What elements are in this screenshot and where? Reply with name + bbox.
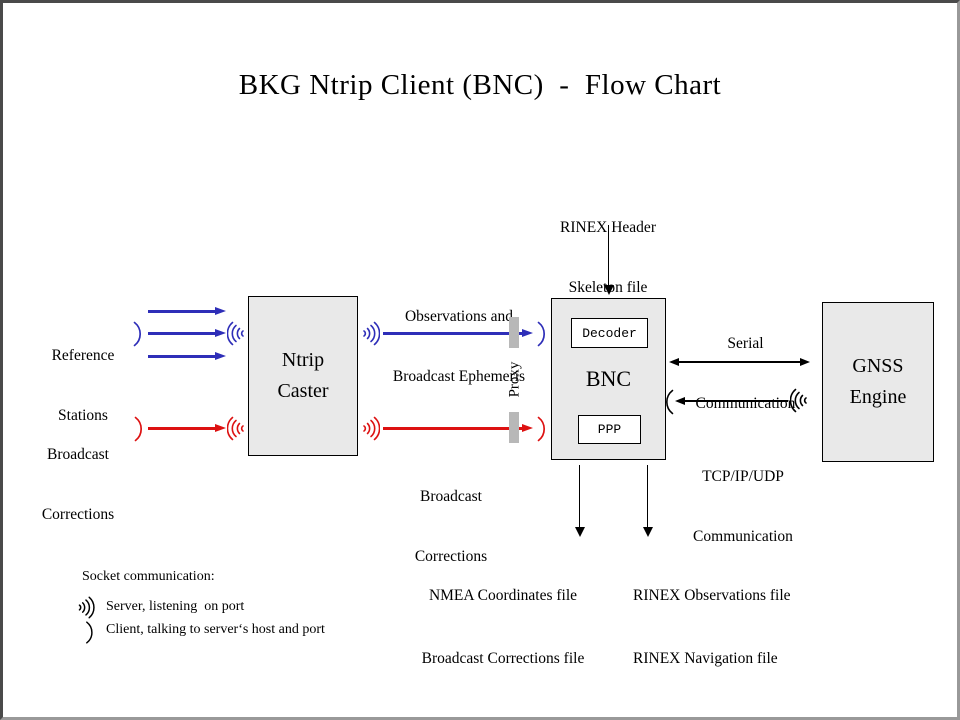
server-socket-icon — [227, 321, 244, 346]
reference-arrow — [148, 352, 226, 360]
corrections-flow-label: Broadcast Corrections — [414, 488, 488, 565]
server-socket-icon — [78, 596, 95, 619]
tcp-communication-label: TCP/IP/UDP Communication — [693, 468, 793, 545]
tcp-arrow — [675, 397, 788, 405]
server-socket-icon — [227, 416, 244, 441]
reference-arrow — [148, 307, 226, 315]
legend-server-text: Server, listening on port — [106, 599, 245, 614]
decoder-box: Decoder — [571, 318, 648, 348]
gnss-engine-label: GNSS Engine — [849, 355, 907, 408]
client-socket-icon — [134, 416, 142, 442]
reference-stations-label: Reference Stations — [51, 347, 115, 424]
rinex-output-arrow — [642, 465, 653, 537]
proxy-bar — [509, 412, 519, 443]
broadcast-corrections-input-label: Broadcast Corrections — [41, 446, 115, 523]
observations-flow-label: Observations and Broadcast Ephemeris — [392, 308, 526, 385]
legend-client-text: Client, talking to server‘s host and por… — [106, 622, 325, 637]
serial-communication-label: Serial Communication — [695, 335, 796, 412]
observations-arrow — [383, 329, 533, 337]
server-socket-icon — [790, 388, 807, 413]
server-socket-icon — [363, 321, 380, 346]
serial-arrow — [669, 358, 810, 366]
ntrip-caster-node: Ntrip Caster — [248, 296, 358, 456]
proxy-bar — [509, 317, 519, 348]
rinex-header-arrow — [603, 225, 614, 295]
reference-arrow — [148, 329, 226, 337]
ppp-box: PPP — [578, 415, 641, 444]
bnc-label: BNC — [585, 366, 632, 391]
page-title: BKG Ntrip Client (BNC) - Flow Chart — [238, 69, 722, 101]
client-socket-icon — [537, 321, 545, 347]
nmea-output-label: NMEA Coordinates file Broadcast Correcti… — [421, 587, 585, 667]
nmea-output-arrow — [574, 465, 585, 537]
client-socket-icon — [666, 389, 674, 415]
server-socket-icon — [363, 416, 380, 441]
bnc-node: Decoder BNC PPP — [551, 298, 666, 460]
corrections-arrow — [148, 424, 226, 432]
client-socket-icon — [133, 321, 141, 347]
corrections-flow-arrow — [383, 424, 533, 432]
ntrip-caster-label: Ntrip Caster — [277, 349, 329, 402]
client-socket-icon — [537, 416, 545, 442]
legend-title: Socket communication: — [82, 569, 215, 584]
client-socket-icon — [86, 621, 93, 644]
rinex-output-label: RINEX Observations file RINEX Navigation… — [633, 587, 791, 667]
gnss-engine-node: GNSS Engine — [822, 302, 934, 462]
proxy-label: Proxy — [506, 361, 523, 398]
